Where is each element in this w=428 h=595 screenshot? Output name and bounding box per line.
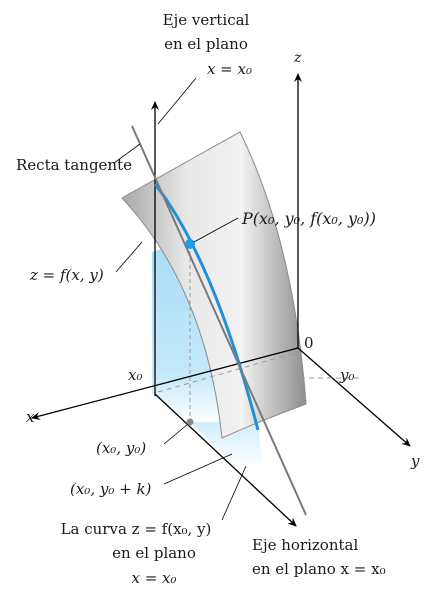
leader-base-point (163, 423, 189, 445)
point-p-label: P(x₀, y₀, f(x₀, y₀)) (241, 209, 376, 228)
base-point-k-label: (x₀, y₀ + k) (70, 480, 152, 498)
x-axis-label: x (26, 408, 35, 426)
curve-z-f (153, 183, 260, 431)
origin-label: 0 (304, 334, 314, 352)
curve-label-2: en el plano (112, 544, 196, 562)
tangent-line (131, 125, 307, 516)
leader-vertical-axis (157, 77, 197, 125)
vertical-plane-eq-label: x = x₀ (207, 60, 252, 78)
base-point-dot (186, 418, 194, 426)
leader-surface (115, 241, 143, 273)
horizontal-axis-label-2: en el plano x = x₀ (252, 560, 386, 578)
leader-tangent (113, 143, 141, 164)
y-axis (297, 347, 411, 447)
point-p (185, 239, 195, 249)
horizontal-axis-label-1: Eje horizontal (252, 536, 358, 554)
leader-point (193, 217, 239, 243)
plane-strip (190, 422, 262, 468)
tangent-line-label: Recta tangente (16, 156, 132, 174)
vertical-axis-label-1: Eje vertical (163, 11, 250, 29)
x0-tick-label: x₀ (128, 366, 142, 384)
z-axis-label: z (293, 50, 302, 66)
x-axis (31, 347, 299, 420)
surface-label: z = f(x, y) (29, 266, 104, 284)
y0-tick-label: y₀ (339, 366, 355, 384)
base-point-label: (x₀, y₀) (96, 439, 146, 457)
y-axis-label: y (410, 452, 420, 470)
vertical-axis-label-2: en el plano (164, 35, 248, 53)
curve-label-1: La curva z = f(x₀, y) (61, 520, 212, 538)
horizontal-axis-line (154, 393, 297, 527)
dashed-x0-line (157, 351, 299, 393)
leader-curve (221, 465, 247, 521)
curve-plane-eq-label: x = x₀ (131, 569, 176, 587)
leader-base-point-k (163, 453, 233, 485)
